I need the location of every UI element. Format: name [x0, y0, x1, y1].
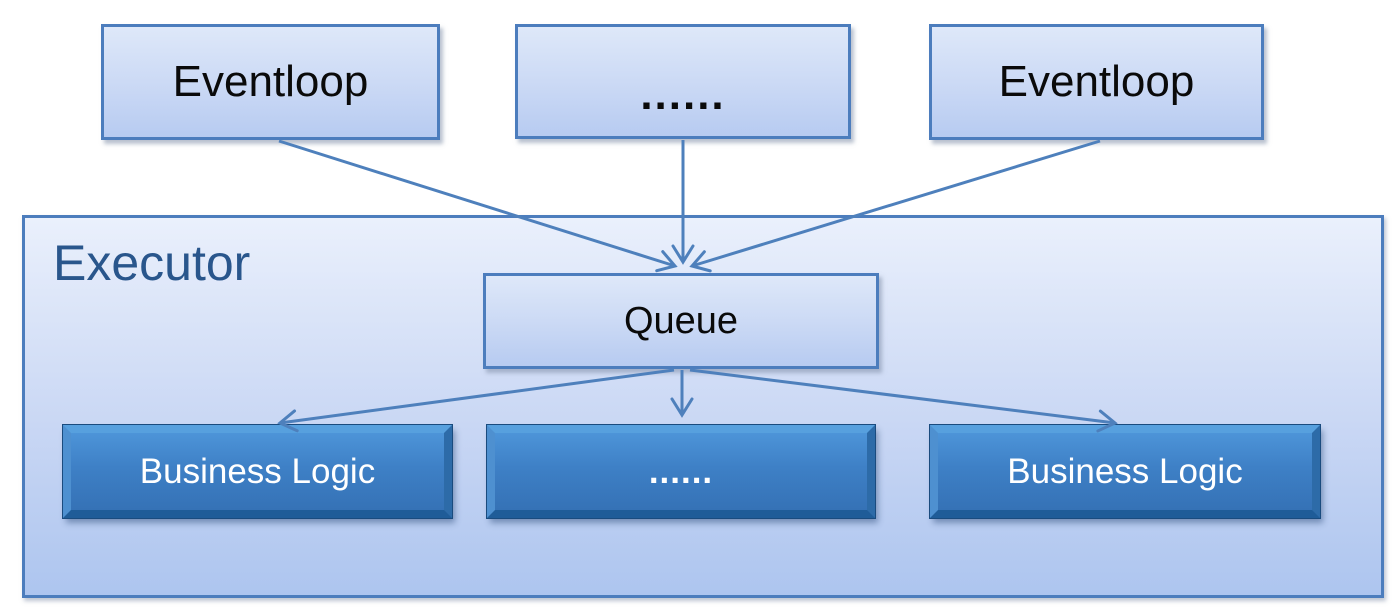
- business-logic-box-right: Business Logic: [930, 425, 1320, 518]
- executor-label: Executor: [53, 235, 251, 291]
- eventloop-box-left: Eventloop: [101, 24, 440, 140]
- eventloop-box-right: Eventloop: [929, 24, 1264, 140]
- business-logic-ellipsis-box: ......: [487, 425, 875, 518]
- eventloop-ellipsis-box: ......: [515, 24, 851, 139]
- business-logic-ellipsis-label: ......: [648, 451, 714, 491]
- business-logic-right-label: Business Logic: [1007, 451, 1243, 491]
- eventloop-ellipsis-label: ......: [640, 69, 726, 119]
- eventloop-right-label: Eventloop: [998, 57, 1195, 106]
- queue-box: Queue: [483, 273, 879, 369]
- business-logic-box-left: Business Logic: [63, 425, 452, 518]
- eventloop-left-label: Eventloop: [172, 57, 369, 106]
- queue-label: Queue: [623, 299, 739, 342]
- business-logic-left-label: Business Logic: [139, 451, 376, 491]
